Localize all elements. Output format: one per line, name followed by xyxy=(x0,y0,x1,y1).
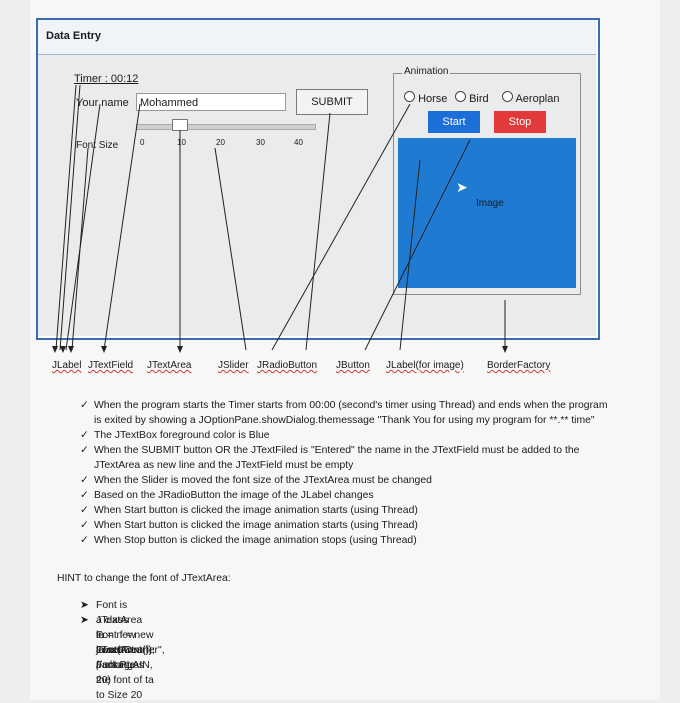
radio-bird[interactable]: Bird xyxy=(455,91,489,105)
handwritten-label: JTextField xyxy=(88,360,134,371)
name-label: Your name xyxy=(76,97,129,109)
check-icon: ✓ xyxy=(80,430,89,441)
start-button[interactable]: Start xyxy=(428,111,480,133)
requirement-text: When Start button is clicked the image a… xyxy=(94,505,418,516)
requirement-text: Based on the JRadioButton the image of t… xyxy=(94,490,374,501)
check-icon: ✓ xyxy=(80,445,89,456)
check-icon: ✓ xyxy=(80,400,89,411)
slider-tick: 20 xyxy=(216,138,225,147)
name-text-field[interactable]: Mohammed xyxy=(136,93,286,111)
submit-button[interactable]: SUBMIT xyxy=(296,89,368,115)
check-icon: ✓ xyxy=(80,535,89,546)
handwritten-label: JRadioButton xyxy=(257,360,318,371)
radio-aeroplan[interactable]: Aeroplan xyxy=(502,91,560,105)
handwritten-label: JLabel xyxy=(52,360,82,371)
requirement-text: When the SUBMIT button OR the JTextFiled… xyxy=(94,445,580,456)
requirement-text: When Start button is clicked the image a… xyxy=(94,520,418,531)
handwritten-label: JSlider xyxy=(218,360,249,371)
slider-tick: 0 xyxy=(140,138,145,147)
requirement-text: JTextArea as new line and the JTextField… xyxy=(94,460,354,471)
animation-panel xyxy=(393,73,581,295)
slider-tick: 30 xyxy=(256,138,265,147)
title-bar xyxy=(38,20,596,55)
arrow-bullet-icon: ➤ xyxy=(80,615,89,626)
check-icon: ✓ xyxy=(80,520,89,531)
requirement-text: When the program starts the Timer starts… xyxy=(94,400,608,411)
font-size-label: Font Size xyxy=(76,140,119,151)
radio-circle-icon xyxy=(404,91,415,102)
handwritten-label: JLabel(for image) xyxy=(386,360,464,371)
cursor-icon: ➤ xyxy=(456,179,468,195)
check-icon: ✓ xyxy=(80,475,89,486)
radio-horse[interactable]: Horse xyxy=(404,91,447,105)
hint-item: ta.setFont(f); // changes the font of ta… xyxy=(96,645,155,701)
handwritten-label: JButton xyxy=(336,360,370,371)
handwritten-label: JTextArea xyxy=(147,360,192,371)
requirement-text: When Stop button is clicked the image an… xyxy=(94,535,417,546)
check-icon: ✓ xyxy=(80,490,89,501)
annotation-arrows xyxy=(52,84,508,353)
slider-tick: 10 xyxy=(177,138,186,147)
requirement-text: The JTextBox foreground color is Blue xyxy=(94,430,270,441)
arrow-bullet-icon: ➤ xyxy=(80,600,89,611)
radio-circle-icon xyxy=(455,91,466,102)
timer-label: Timer : 00:12 xyxy=(74,73,139,85)
requirement-text: When the Slider is moved the font size o… xyxy=(94,475,432,486)
window-title: Data Entry xyxy=(46,30,102,42)
hint-title: HINT to change the font of JTextArea: xyxy=(57,573,231,584)
hint-item: Font is a class in java.awt package xyxy=(96,600,136,671)
stop-button[interactable]: Stop xyxy=(494,111,546,133)
image-caption: Image xyxy=(476,198,504,209)
requirements-list: ✓ When the program starts the Timer start… xyxy=(80,398,670,548)
image-label-area xyxy=(398,138,576,288)
slider-tick: 40 xyxy=(294,138,303,147)
check-icon: ✓ xyxy=(80,505,89,516)
radio-circle-icon xyxy=(502,91,513,102)
hint-item: Font f = new Font("Courier", Font.PLAIN,… xyxy=(96,630,165,686)
handwritten-label: BorderFactory xyxy=(487,360,551,371)
requirement-text: is exited by showing a JOptionPane.showD… xyxy=(94,415,595,426)
animation-legend: Animation xyxy=(402,66,451,77)
hint-item: JTextArea ta = new JTextArea(); xyxy=(96,615,153,656)
